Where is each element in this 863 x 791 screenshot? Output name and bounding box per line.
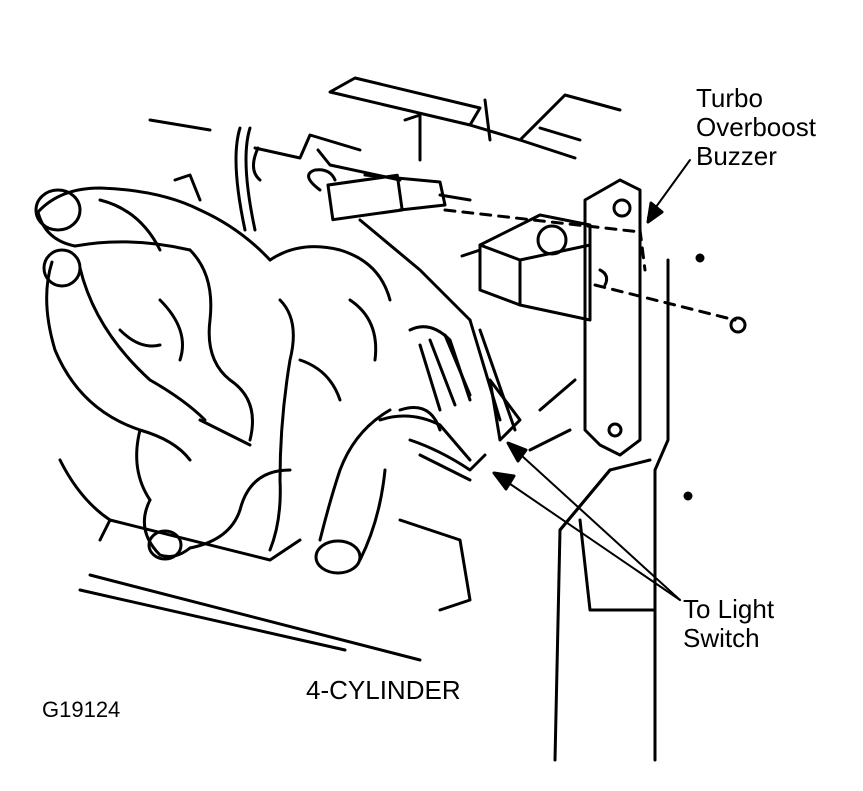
light-switch-callout-line-1: To Light	[683, 594, 775, 624]
floor-panel	[58, 258, 670, 762]
light-switch-callout-line-2: Switch	[683, 623, 760, 653]
arrow-head-switch-1	[506, 441, 528, 463]
mounting-hole-lower	[683, 491, 693, 501]
arrow-head-switch-2	[492, 471, 516, 491]
arrow-head-buzzer	[646, 201, 664, 224]
buzzer-callout-line-3: Buzzer	[696, 141, 777, 171]
mounting-lines	[443, 208, 737, 322]
buzzer-callout-line-2: Overboost	[696, 112, 816, 142]
top-connectors	[307, 168, 472, 322]
mounting-bracket	[583, 178, 642, 457]
light-switch-callout: To Light Switch	[683, 595, 774, 653]
center-connectors	[234, 126, 522, 482]
dashboard-panel	[148, 76, 622, 202]
mounting-hole	[695, 253, 705, 263]
mounting-screw	[729, 316, 747, 334]
wiring-harness	[34, 186, 442, 575]
buzzer-callout-line-1: Turbo	[696, 83, 763, 113]
buzzer-callout: Turbo Overboost Buzzer	[696, 84, 816, 171]
buzzer-module	[460, 213, 592, 322]
figure-caption: 4-CYLINDER	[306, 675, 461, 705]
figure-id: G19124	[42, 697, 121, 722]
